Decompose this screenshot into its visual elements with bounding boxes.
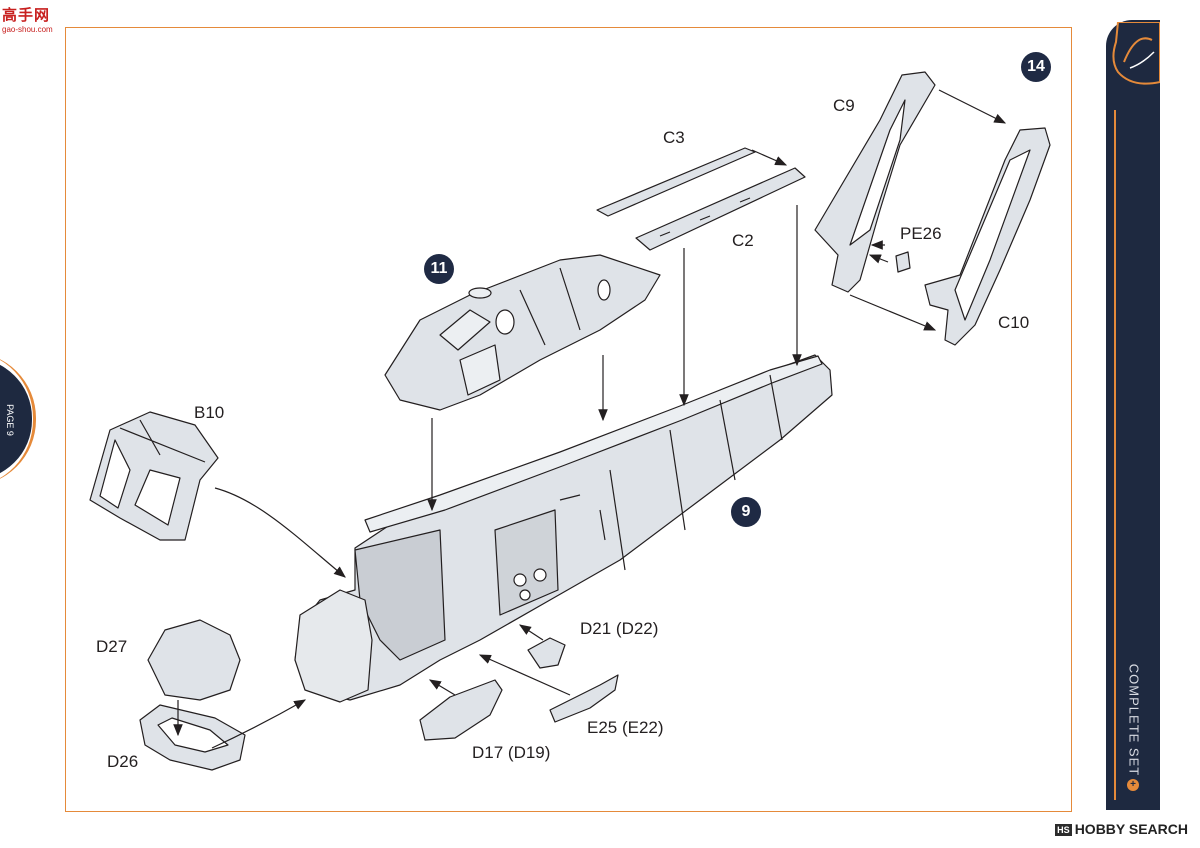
watermark-cn-text: 高手网: [2, 7, 51, 24]
watermark-bottom-text: HOBBY SEARCH: [1074, 821, 1188, 837]
fuselage-roof-part: [364, 355, 823, 533]
label-pe26: PE26: [900, 224, 942, 243]
hobby-search-logo-icon: HS: [1055, 824, 1072, 837]
photoetch-pe26-part: [895, 251, 911, 273]
page-tab-ring: [0, 352, 36, 486]
label-c10: C10: [998, 313, 1030, 332]
bullet-icon: +: [1127, 779, 1139, 791]
label-d26: D26: [107, 752, 139, 771]
strip-c3-part: [596, 147, 756, 217]
label-d27: D27: [96, 637, 128, 656]
fairing-d17-part: [419, 679, 503, 741]
instruction-frame: [65, 27, 1072, 812]
part-d21: [527, 637, 566, 669]
label-c2: C2: [732, 231, 754, 250]
sidebar-title: COMPLETE SET: [1126, 663, 1142, 777]
cabin-door-part: [494, 509, 559, 616]
label-d21: D21 (D22): [580, 619, 659, 638]
step-number-14: 14: [1021, 52, 1051, 82]
step-number-9: 9: [731, 497, 761, 527]
watermark-url-text: gao-shou.com: [2, 25, 53, 34]
part-e25: [549, 674, 619, 723]
nose-part: [294, 589, 373, 703]
label-b10: B10: [194, 403, 225, 422]
strip-c2-part: [635, 167, 806, 251]
label-e25: E25 (E22): [587, 718, 664, 737]
clear-prop-logo-icon: [1112, 22, 1160, 85]
label-c9: C9: [833, 96, 855, 115]
nose-cap-d27-part: [147, 619, 241, 701]
watermark-top-left: 高手网 gao-shou.com: [2, 4, 72, 38]
step-number-11: 11: [424, 254, 454, 284]
label-d17: D17 (D19): [472, 743, 551, 762]
label-c3: C3: [663, 128, 685, 147]
sidebar-accent-line: [1114, 110, 1116, 800]
